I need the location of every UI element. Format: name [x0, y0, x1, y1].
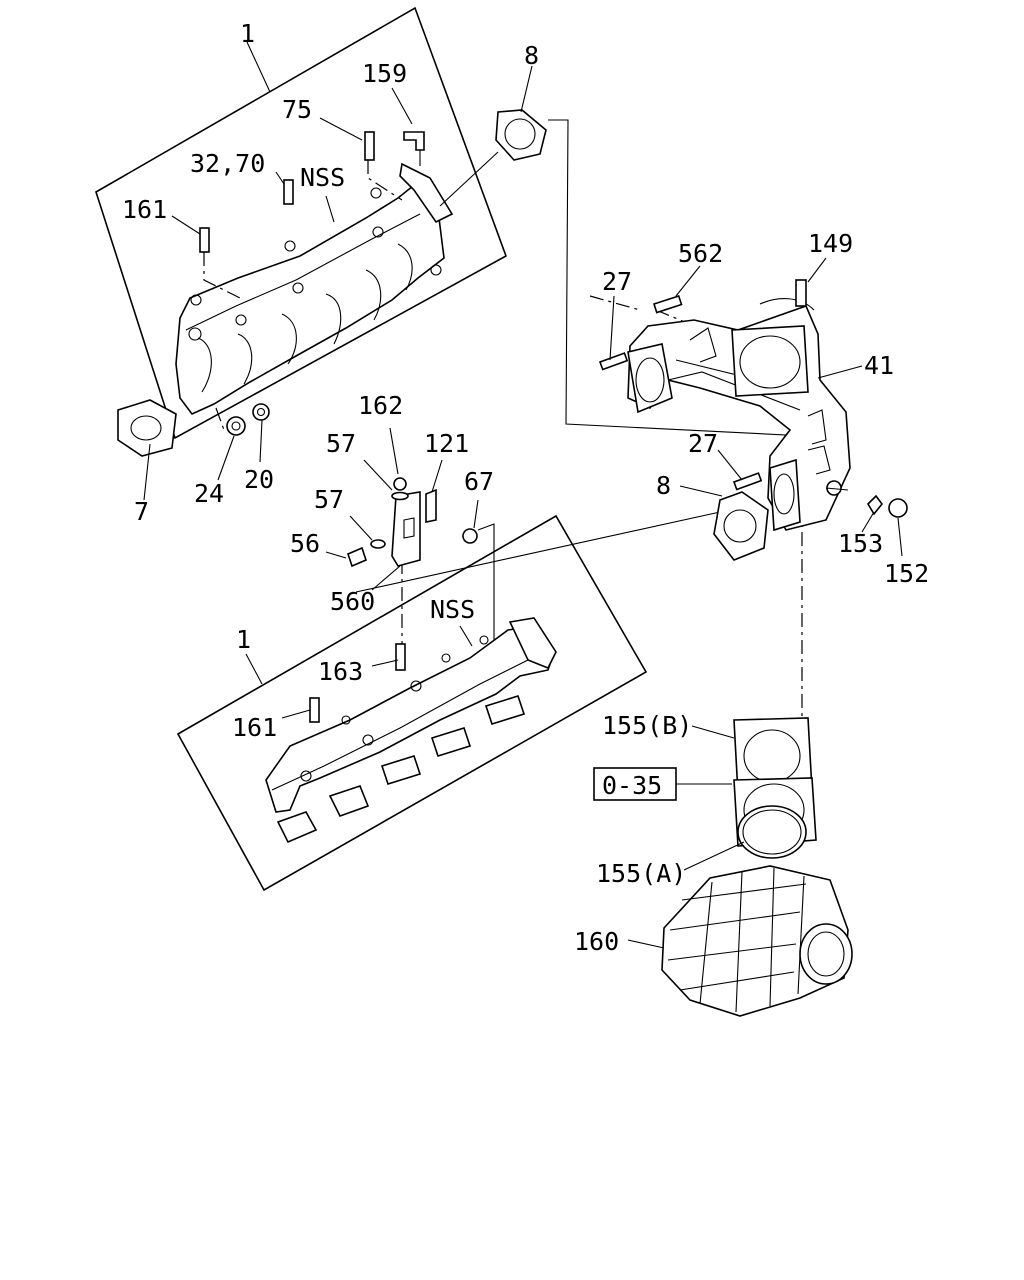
nut-162	[393, 477, 407, 491]
sleeve-24	[226, 416, 246, 436]
label-bolt-56: 56	[290, 529, 320, 558]
stud-27-low	[732, 472, 763, 491]
label-sleeve-24: 24	[194, 479, 224, 508]
label-ref-0-35: 0-35	[602, 771, 662, 800]
label-flange-155b: 155(B)	[602, 711, 692, 740]
bracket-560	[391, 491, 421, 567]
gasket-8-lower	[713, 491, 769, 561]
bolt-149	[795, 279, 807, 307]
label-stud-75: 75	[282, 95, 312, 124]
stud-32-70	[283, 179, 294, 205]
label-bolt-149: 149	[808, 229, 853, 258]
lower-manifold-frame	[176, 514, 648, 892]
nut-20	[252, 403, 270, 421]
label-bracket-560: 560	[330, 587, 375, 616]
label-washer-153: 153	[838, 529, 883, 558]
washer-153	[866, 494, 884, 516]
lower-exhaust-manifold	[265, 625, 555, 813]
label-elbow-159: 159	[362, 59, 407, 88]
label-stud-163: 163	[318, 657, 363, 686]
washer-57-a	[391, 491, 409, 501]
stud-75	[364, 131, 375, 161]
gasket-155a	[737, 805, 807, 859]
lower-assembly-group	[593, 717, 853, 1017]
washer-57-b	[370, 539, 386, 549]
label-stud-32-70: 32,70	[190, 149, 265, 178]
upper-manifold-frame	[95, 6, 507, 440]
label-gasket-8-lower: 8	[656, 471, 671, 500]
stud-163	[395, 643, 406, 671]
nut-67	[462, 528, 478, 544]
label-nut-152: 152	[884, 559, 929, 588]
label-nss-upper: NSS	[300, 163, 345, 192]
assembly-lines	[355, 119, 807, 720]
upper-exhaust-manifold	[175, 180, 445, 415]
label-gasket-155a: 155(A)	[596, 859, 686, 888]
label-stud-161-lower: 161	[232, 713, 277, 742]
label-gasket-7: 7	[134, 497, 149, 526]
callout-labels: 1 8 159 75 32,70 NSS 161 7 24 20 162 57 …	[122, 19, 929, 956]
stud-27-top	[598, 352, 629, 371]
label-stud-161-upper: 161	[122, 195, 167, 224]
label-nut-67: 67	[464, 467, 494, 496]
label-lower-manifold: 1	[236, 625, 251, 654]
lower-manifold-group	[176, 514, 648, 892]
label-pipe-41: 41	[864, 351, 894, 380]
crossover-pipe-group	[598, 257, 908, 561]
label-stud-27-low: 27	[688, 429, 718, 458]
stud-161-lower	[309, 697, 320, 723]
bolt-562	[652, 294, 683, 314]
upper-manifold-group	[95, 6, 547, 501]
label-gasket-8-upper: 8	[524, 41, 539, 70]
gasket-7	[117, 399, 177, 457]
label-stud-27-top: 27	[602, 267, 632, 296]
stud-161-upper	[199, 227, 210, 253]
gasket-8-upper	[495, 109, 547, 161]
label-washer-57-a: 57	[326, 429, 356, 458]
label-nss-lower: NSS	[430, 595, 475, 624]
bracket-group	[325, 427, 495, 644]
label-upper-manifold: 1	[240, 19, 255, 48]
label-nut-162: 162	[358, 391, 403, 420]
label-nut-20: 20	[244, 465, 274, 494]
nut-152	[888, 498, 908, 518]
clip-121	[425, 488, 437, 523]
bolt-56	[347, 546, 367, 568]
elbow-159	[403, 131, 425, 151]
label-heat-shield-160: 160	[574, 927, 619, 956]
label-bolt-562: 562	[678, 239, 723, 268]
label-washer-57-b: 57	[314, 485, 344, 514]
label-clip-121: 121	[424, 429, 469, 458]
